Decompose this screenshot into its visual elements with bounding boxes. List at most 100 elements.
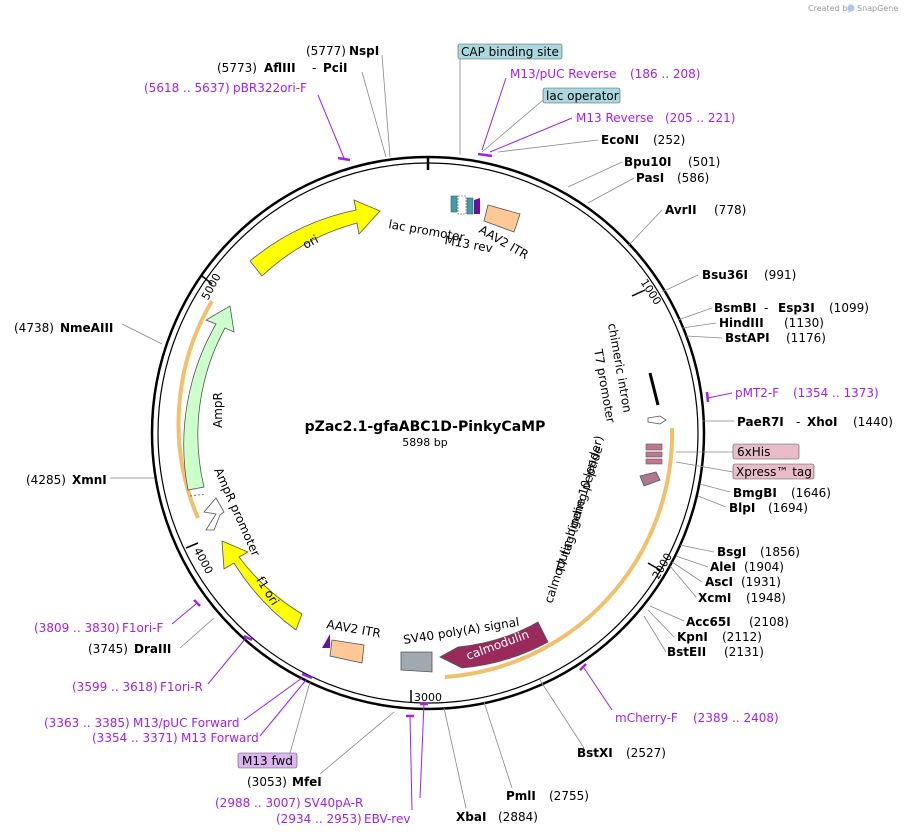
- site-name-esp3i: Esp3I: [778, 301, 815, 315]
- lac-promoter-feature: [457, 195, 467, 215]
- site-name-xhoi: XhoI: [807, 415, 838, 429]
- site-coord-asci: (1931): [741, 575, 781, 589]
- xpress-tag-feature: [645, 458, 663, 465]
- site-sep-afliii: -: [312, 61, 316, 75]
- site-coord-afliii: (5773): [217, 61, 257, 75]
- site-coord-bstapi: (1176): [786, 331, 826, 345]
- primer-name-m13fwd: M13 Forward: [181, 731, 259, 745]
- site-coord-paer7i: (1440): [853, 415, 893, 429]
- primer-range-pbr322ori: (5618 .. 5637): [144, 81, 230, 95]
- site-coord-nmeaiii: (4738): [14, 321, 54, 335]
- primer-name-mcherryf: mCherry-F: [615, 711, 678, 725]
- site-coord-xbai: (2884): [498, 810, 538, 824]
- site-name-bsu36i: Bsu36I: [702, 268, 748, 282]
- t7-tag-feature: [645, 451, 663, 458]
- site-sep-paer7i: -: [796, 415, 800, 429]
- xpress-tag-box: Xpress™ tag: [675, 461, 815, 480]
- site-name-alei: AleI: [710, 560, 736, 574]
- ampr-label: AmpR: [211, 392, 225, 428]
- site-coord-hindiii: (1130): [784, 316, 824, 330]
- site-name-paer7i: PaeR7I: [737, 415, 784, 429]
- site-coord-alei: (1904): [744, 560, 784, 574]
- cam-peptide-feature: [639, 471, 661, 487]
- primer-name-sv40par: SV40pA-R: [304, 796, 363, 810]
- site-coord-bsu36i: (991): [764, 268, 796, 282]
- site-coord-bstxi: (2527): [626, 746, 666, 760]
- primer-name-f1orif: F1ori-F: [122, 621, 163, 635]
- site-coord-bmgbi: (1646): [791, 486, 831, 500]
- site-coord-econi: (252): [653, 133, 685, 147]
- site-name-blpi: BlpI: [729, 501, 755, 515]
- site-name-hindiii: HindIII: [719, 316, 764, 330]
- tick-5000: 5000: [199, 271, 224, 302]
- site-name-mfei: MfeI: [292, 775, 322, 789]
- primer-range-m13-rev: (205 .. 221): [665, 111, 735, 125]
- insert-cds-highlight: [444, 427, 675, 679]
- credit-text: Created by: [808, 4, 852, 13]
- site-name-nspi: NspI: [349, 44, 379, 58]
- site-name-bpu10i: Bpu10I: [624, 155, 671, 169]
- primer-range-m13pucfwd: (3363 .. 3385): [44, 716, 130, 730]
- site-coord-xcmi: (1948): [746, 591, 786, 605]
- site-name-asci: AscI: [705, 575, 733, 589]
- site-coord-pmli: (2755): [549, 789, 589, 803]
- primer-name-m13pucfwd: M13/pUC Forward: [133, 716, 240, 730]
- primer-range-f1orif: (3809 .. 3830): [34, 621, 120, 635]
- site-coord-acc65i: (2108): [749, 615, 789, 629]
- plasmid-name: pZac2.1-gfaABC1D-PinkyCaMP: [305, 419, 546, 435]
- primer-name-m13puc-rev: M13/pUC Reverse: [510, 67, 617, 81]
- primer-name-pbr322ori: pBR322ori-F: [233, 81, 307, 95]
- 6xhis-box: 6xHis: [676, 443, 800, 460]
- primer-range-m13puc-rev: (186 .. 208): [630, 67, 700, 81]
- primer-name-ebvrev: EBV-rev: [364, 812, 410, 826]
- credit-brand: SnapGene: [857, 4, 898, 13]
- t7-promoter-feature: [647, 415, 667, 425]
- tick-label: 3000: [414, 691, 442, 704]
- m13-fwd-box: M13 fwd: [237, 681, 311, 769]
- cap-binding-site-box: CAP binding site: [457, 43, 563, 155]
- site-name-bsteii: BstEII: [667, 645, 706, 659]
- site-name-pmli: PmlI: [506, 789, 536, 803]
- site-name-bstxi: BstXI: [577, 746, 613, 760]
- svg-text:6xHis: 6xHis: [737, 445, 770, 459]
- cap-binding-site-feature: [450, 195, 458, 213]
- primer-range-ebvrev: (2934 .. 2953): [276, 812, 362, 826]
- site-coord-bpu10i: (501): [688, 155, 720, 169]
- site-coord-draiii: (3745): [88, 642, 128, 656]
- chimeric-intron-feature: [648, 372, 660, 406]
- svg-text:CAP binding site: CAP binding site: [461, 45, 559, 59]
- site-coord-xmni: (4285): [26, 473, 66, 487]
- site-name-bmgbi: BmgBI: [733, 486, 777, 500]
- ori-label: ori: [300, 232, 320, 252]
- site-coord-blpi: (1694): [768, 501, 808, 515]
- primer-range-m13fwd: (3354 .. 3371): [92, 731, 178, 745]
- site-name-afliii: AflIII: [264, 61, 296, 75]
- ampr-split-line: [189, 493, 207, 497]
- svg-text:M13 fwd: M13 fwd: [242, 754, 293, 768]
- site-coord-bsgi: (1856): [760, 545, 800, 559]
- snapgene-logo-icon: [847, 4, 855, 12]
- ampr-feature: [183, 305, 235, 491]
- primer-range-mcherryf: (2389 .. 2408): [693, 711, 779, 725]
- plasmid-size: 5898 bp: [402, 436, 447, 449]
- site-name-kpni: KpnI: [677, 630, 708, 644]
- sv40-polya-feature: [400, 651, 433, 673]
- primer-range-sv40par: (2988 .. 3007): [215, 796, 301, 810]
- 6xhis-feature: [645, 443, 663, 451]
- site-name-xbai: XbaI: [456, 810, 486, 824]
- site-coord-bsteii: (2131): [724, 645, 764, 659]
- primer-name-pmt2f: pMT2-F: [735, 386, 779, 400]
- site-name-econi: EcoNI: [601, 133, 639, 147]
- site-name-pcii: PciI: [323, 61, 348, 75]
- site-coord-pasi: (586): [677, 171, 709, 185]
- site-name-nmeaiii: NmeAIII: [60, 321, 113, 335]
- site-name-pasi: PasI: [636, 171, 664, 185]
- site-coord-mfei: (3053): [247, 775, 287, 789]
- ampr-promoter-feature: [203, 497, 225, 531]
- lac-operator-feature: [466, 197, 474, 215]
- site-coord-avrii: (778): [714, 203, 746, 217]
- site-name-draiii: DraIII: [134, 642, 171, 656]
- aav2-itr-bottom-label: AAV2 ITR: [325, 617, 381, 640]
- m13-rev-feature: [474, 198, 480, 214]
- site-name-bstapi: BstAPI: [725, 331, 770, 345]
